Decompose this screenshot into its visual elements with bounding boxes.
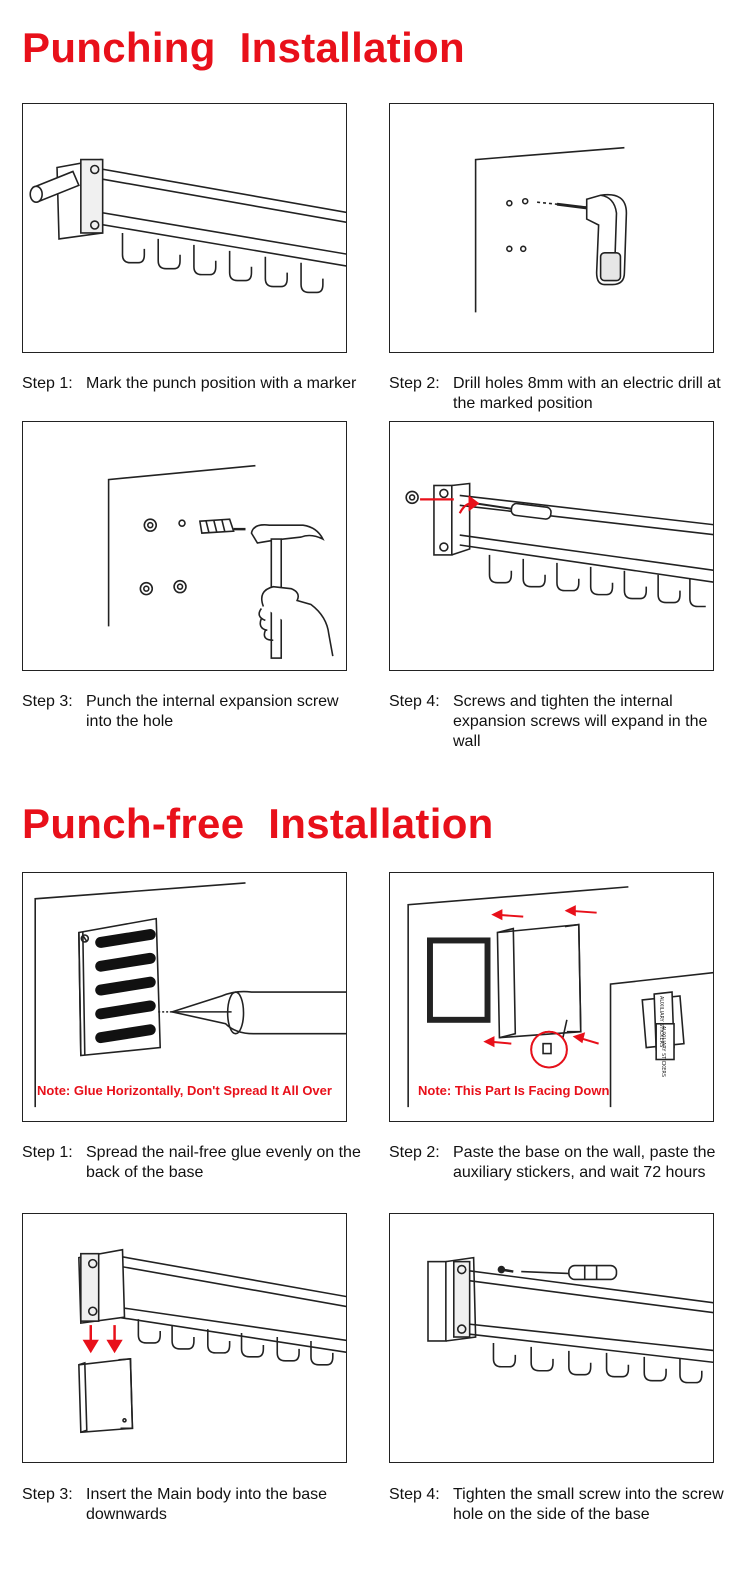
- punching-step3-caption: Step 3: Punch the internal expansion scr…: [22, 692, 362, 732]
- step-label: Step 1:: [22, 375, 73, 392]
- step-text: Insert the Main body into the base downw…: [86, 1486, 328, 1523]
- punchfree-step2-illustration: AUXILIARY STICKERS AUXILIARY STICKERS No…: [389, 872, 714, 1122]
- punchfree-step1-caption: Step 1: Spread the nail-free glue evenly…: [22, 1143, 362, 1183]
- step-label: Step 3:: [22, 693, 73, 710]
- punching-step1-illustration: [22, 103, 347, 353]
- sticker-labels: AUXILIARY STICKERS AUXILIARY STICKERS: [658, 996, 666, 1077]
- glue-note: Note: Glue Horizontally, Don't Spread It…: [37, 1083, 332, 1098]
- step-text: Paste the base on the wall, paste the au…: [453, 1144, 716, 1181]
- hammer-anchor-drawing: [107, 464, 334, 659]
- insert-body-drawing: [78, 1248, 346, 1434]
- sticker-label-top: AUXILIARY STICKERS: [658, 996, 664, 1047]
- step-label: Step 4:: [389, 693, 440, 710]
- screw-tighten-drawing: [405, 482, 713, 608]
- step-label: Step 1:: [22, 1144, 73, 1161]
- punching-step4-illustration: [389, 421, 714, 671]
- step-text: Spread the nail-free glue evenly on the …: [86, 1144, 361, 1181]
- step-text: Screws and tighten the internal expansio…: [453, 693, 708, 750]
- punching-step4-caption: Step 4: Screws and tighten the internal …: [389, 692, 729, 752]
- punching-step2-caption: Step 2: Drill holes 8mm with an electric…: [389, 374, 729, 414]
- sticker-label-bottom: AUXILIARY STICKERS: [660, 1026, 666, 1077]
- section-title-punch-free: Punch-free Installation: [22, 800, 494, 847]
- paste-base-drawing: AUXILIARY STICKERS AUXILIARY STICKERS: [407, 886, 713, 1108]
- step-text: Punch the internal expansion screw into …: [86, 693, 339, 730]
- punchfree-step3-illustration: [22, 1213, 347, 1463]
- drill-wall-drawing: [474, 146, 628, 313]
- down-arrow-icons: [82, 1325, 123, 1354]
- step-label: Step 2:: [389, 1144, 440, 1161]
- rotate-arrow-icon: [420, 495, 480, 514]
- punchfree-step1-illustration: Note: Glue Horizontally, Don't Spread It…: [22, 872, 347, 1122]
- arrow-icons: [483, 905, 599, 1069]
- punchfree-step3-caption: Step 3: Insert the Main body into the ba…: [22, 1485, 362, 1525]
- punching-step1-caption: Step 1: Mark the punch position with a m…: [22, 374, 362, 394]
- step-label: Step 2:: [389, 375, 440, 392]
- facing-note: Note: This Part Is Facing Down: [418, 1083, 610, 1098]
- glue-base-drawing: [34, 882, 346, 1108]
- section-title-punching: Punching Installation: [22, 24, 465, 71]
- side-screw-drawing: [427, 1256, 713, 1384]
- glue-strips: [95, 929, 156, 1044]
- punchfree-step4-caption: Step 4: Tighten the small screw into the…: [389, 1485, 729, 1525]
- rail-with-hooks-drawing: [29, 158, 346, 294]
- punchfree-step4-illustration: [389, 1213, 714, 1463]
- step-label: Step 3:: [22, 1486, 73, 1503]
- punching-step3-illustration: [22, 421, 347, 671]
- punchfree-step2-caption: Step 2: Paste the base on the wall, past…: [389, 1143, 729, 1183]
- step-text: Drill holes 8mm with an electric drill a…: [453, 375, 721, 412]
- step-text: Tighten the small screw into the screw h…: [453, 1486, 724, 1523]
- step-label: Step 4:: [389, 1486, 440, 1503]
- punching-step2-illustration: [389, 103, 714, 353]
- step-text: Mark the punch position with a marker: [86, 375, 357, 392]
